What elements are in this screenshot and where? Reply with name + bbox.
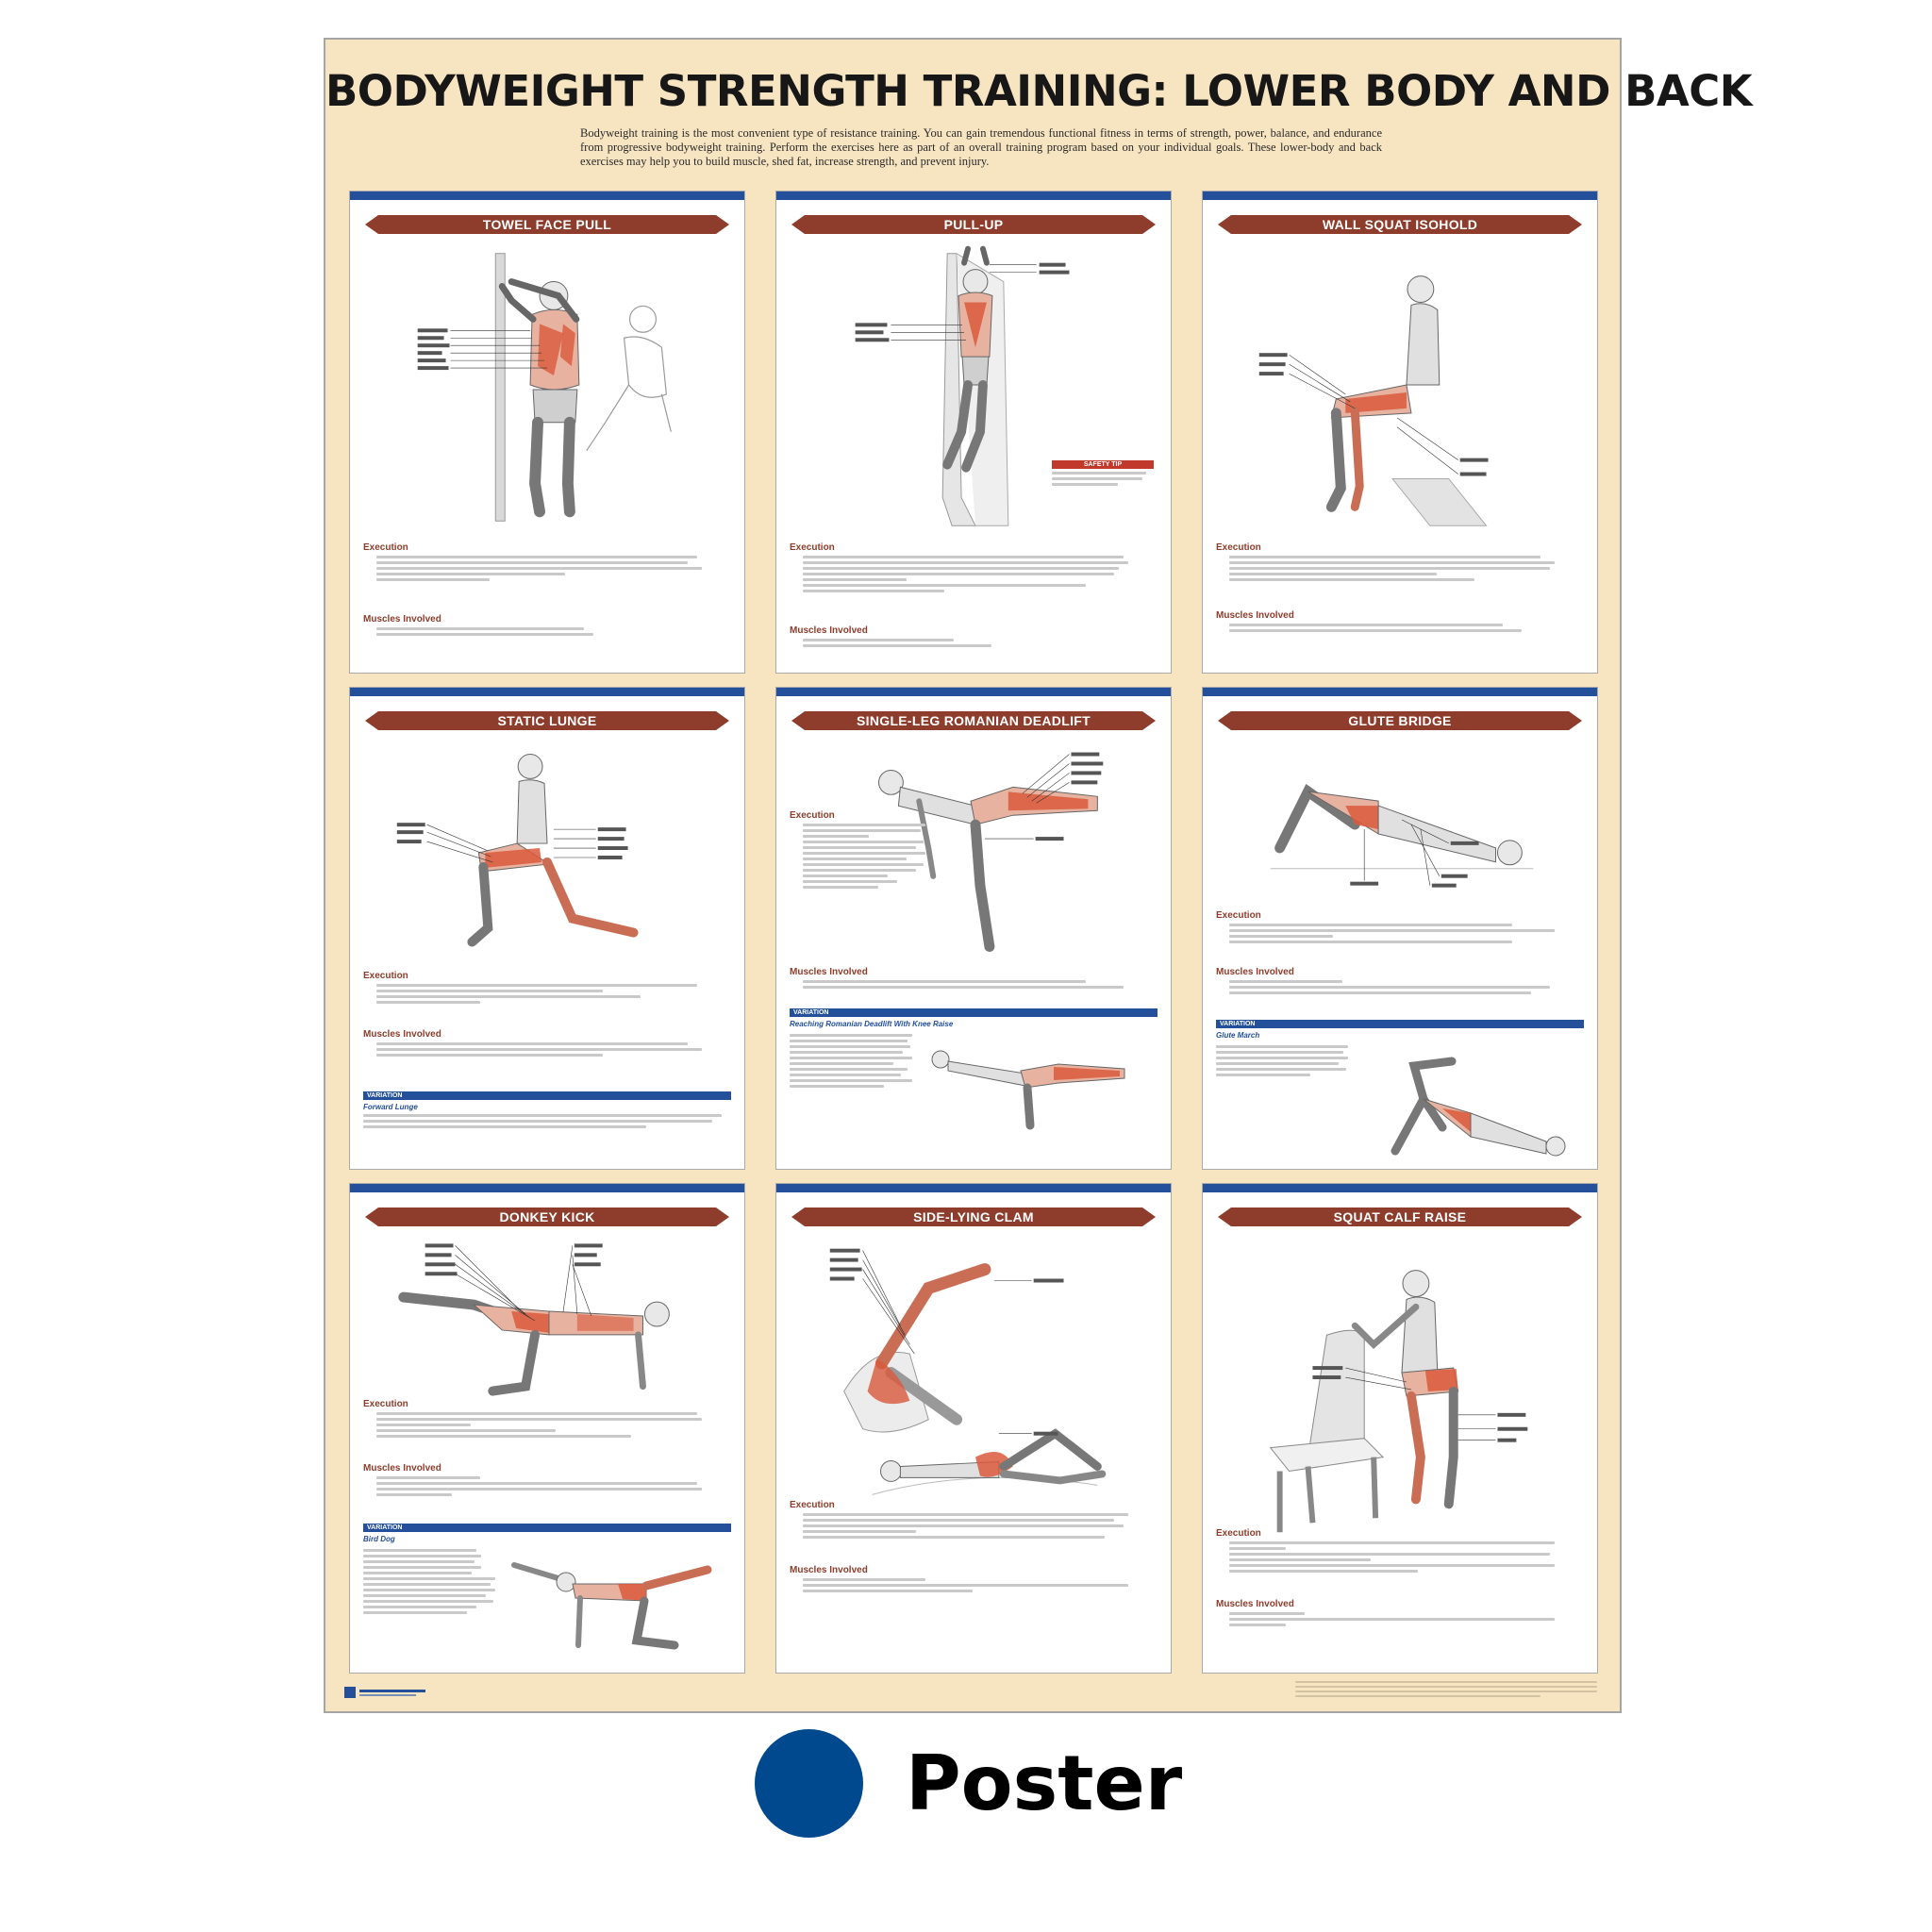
execution-heading: Execution xyxy=(1216,542,1261,553)
safety-tip-box: SAFETY TIP xyxy=(1052,460,1154,489)
execution-section: Execution xyxy=(790,542,1158,595)
card-top-bar xyxy=(350,192,744,200)
variation-illustration xyxy=(931,1050,1125,1130)
muscles-section: Muscles Involved xyxy=(363,1463,731,1499)
format-label: Poster xyxy=(906,1739,1183,1827)
exercise-illustration xyxy=(1214,1231,1586,1533)
execution-heading: Execution xyxy=(790,542,835,553)
exercise-illustration xyxy=(1214,735,1586,905)
card-top-bar xyxy=(776,688,1171,696)
variation-name: Reaching Romanian Deadlift With Knee Rai… xyxy=(790,1020,954,1028)
muscles-heading: Muscles Involved xyxy=(1216,610,1294,621)
execution-section: Execution xyxy=(1216,542,1584,584)
variation-section: VARIATION Glute March xyxy=(1216,1020,1584,1165)
variation-section: VARIATION Forward Lunge xyxy=(363,1091,731,1131)
muscles-heading: Muscles Involved xyxy=(363,614,441,625)
execution-heading: Execution xyxy=(790,810,835,821)
execution-section: Execution xyxy=(790,1500,1158,1541)
exercise-title: STATIC LUNGE xyxy=(365,711,729,730)
card-top-bar xyxy=(350,1184,744,1192)
card-top-bar xyxy=(1203,688,1597,696)
muscles-section: Muscles Involved xyxy=(363,614,731,639)
muscles-section: Muscles Involved xyxy=(790,625,1158,650)
variation-section: VARIATION Bird Dog xyxy=(363,1524,731,1659)
exercise-illustration xyxy=(788,243,1159,536)
exercise-card-static-lunge: STATIC LUNGE Execution Muscles Involved … xyxy=(349,687,745,1170)
muscles-heading: Muscles Involved xyxy=(1216,967,1294,977)
muscles-heading: Muscles Involved xyxy=(790,1565,868,1575)
muscles-heading: Muscles Involved xyxy=(790,625,868,636)
publisher-logo xyxy=(344,1687,425,1698)
variation-heading: VARIATION xyxy=(363,1091,731,1100)
muscles-section: Muscles Involved xyxy=(790,967,1158,991)
variation-section: VARIATION Reaching Romanian Deadlift Wit… xyxy=(790,1008,1158,1135)
exercise-illustration xyxy=(788,735,1159,971)
exercise-title: DONKEY KICK xyxy=(365,1208,729,1226)
format-indicator-dot xyxy=(755,1728,863,1838)
exercise-card-wall-squat-isohold: WALL SQUAT ISOHOLD Execution Muscles Inv… xyxy=(1202,191,1598,674)
exercise-card-donkey-kick: DONKEY KICK Execution Muscles Involved xyxy=(349,1183,745,1674)
publisher-logo-mark xyxy=(344,1687,356,1698)
exercise-card-squat-calf-raise: SQUAT CALF RAISE Execution Muscles xyxy=(1202,1183,1598,1674)
execution-section: Execution xyxy=(790,810,935,891)
execution-heading: Execution xyxy=(363,542,408,553)
execution-section: Execution xyxy=(1216,1528,1584,1575)
muscles-section: Muscles Involved xyxy=(363,1029,731,1059)
execution-heading: Execution xyxy=(1216,910,1261,921)
exercise-card-side-lying-clam: SIDE-LYING CLAM Execution Muscles xyxy=(775,1183,1172,1674)
muscles-section: Muscles Involved xyxy=(1216,1599,1584,1629)
muscles-section: Muscles Involved xyxy=(1216,967,1584,997)
variation-illustration xyxy=(1391,1057,1566,1157)
variation-heading: VARIATION xyxy=(363,1524,731,1532)
execution-section: Execution xyxy=(363,1399,731,1441)
variation-name: Glute March xyxy=(1216,1031,1260,1040)
exercise-card-glute-bridge: GLUTE BRIDGE Execution Muscles Involved … xyxy=(1202,687,1598,1170)
format-option[interactable]: Poster xyxy=(755,1726,1182,1840)
card-top-bar xyxy=(1203,1184,1597,1192)
variation-name: Forward Lunge xyxy=(363,1103,418,1111)
execution-heading: Execution xyxy=(1216,1528,1261,1539)
muscles-section: Muscles Involved xyxy=(1216,610,1584,635)
poster-intro: Bodyweight training is the most convenie… xyxy=(580,126,1382,168)
muscles-heading: Muscles Involved xyxy=(790,967,868,977)
variation-heading: VARIATION xyxy=(1216,1020,1584,1028)
variation-name: Bird Dog xyxy=(363,1535,395,1543)
execution-section: Execution xyxy=(363,542,731,584)
exercise-illustration xyxy=(1214,243,1586,536)
card-top-bar xyxy=(1203,192,1597,200)
copyright-block xyxy=(1295,1678,1597,1700)
muscles-section: Muscles Involved xyxy=(790,1565,1158,1595)
execution-heading: Execution xyxy=(363,971,408,981)
exercise-illustration xyxy=(361,243,733,526)
exercise-title: SINGLE-LEG ROMANIAN DEADLIFT xyxy=(791,711,1156,730)
muscles-heading: Muscles Involved xyxy=(1216,1599,1294,1609)
card-top-bar xyxy=(350,688,744,696)
poster-title: BODYWEIGHT STRENGTH TRAINING: LOWER BODY… xyxy=(325,66,1753,116)
exercise-title: SQUAT CALF RAISE xyxy=(1218,1208,1582,1226)
exercise-title: GLUTE BRIDGE xyxy=(1218,711,1582,730)
execution-section: Execution xyxy=(1216,910,1584,946)
exercise-card-towel-face-pull: TOWEL FACE PULL xyxy=(349,191,745,674)
execution-heading: Execution xyxy=(790,1500,835,1510)
variation-heading: VARIATION xyxy=(790,1008,1158,1017)
exercise-title: SIDE-LYING CLAM xyxy=(791,1208,1156,1226)
variation-illustration xyxy=(511,1562,712,1650)
exercise-illustration xyxy=(361,740,733,971)
exercise-illustration xyxy=(361,1231,733,1406)
exercise-card-single-leg-romanian-deadlift: SINGLE-LEG ROMANIAN DEADLIFT Execution M… xyxy=(775,687,1172,1170)
exercise-title: TOWEL FACE PULL xyxy=(365,215,729,234)
muscles-heading: Muscles Involved xyxy=(363,1463,441,1474)
exercise-title: PULL-UP xyxy=(791,215,1156,234)
exercise-title: WALL SQUAT ISOHOLD xyxy=(1218,215,1582,234)
execution-heading: Execution xyxy=(363,1399,408,1409)
muscles-heading: Muscles Involved xyxy=(363,1029,441,1040)
card-top-bar xyxy=(776,192,1171,200)
execution-section: Execution xyxy=(363,971,731,1007)
card-top-bar xyxy=(776,1184,1171,1192)
poster: BODYWEIGHT STRENGTH TRAINING: LOWER BODY… xyxy=(324,38,1753,1713)
exercise-illustration xyxy=(788,1231,1159,1514)
exercise-card-pull-up: PULL-UP SAFETY TIP Execution xyxy=(775,191,1172,674)
safety-tip-heading: SAFETY TIP xyxy=(1052,460,1154,469)
